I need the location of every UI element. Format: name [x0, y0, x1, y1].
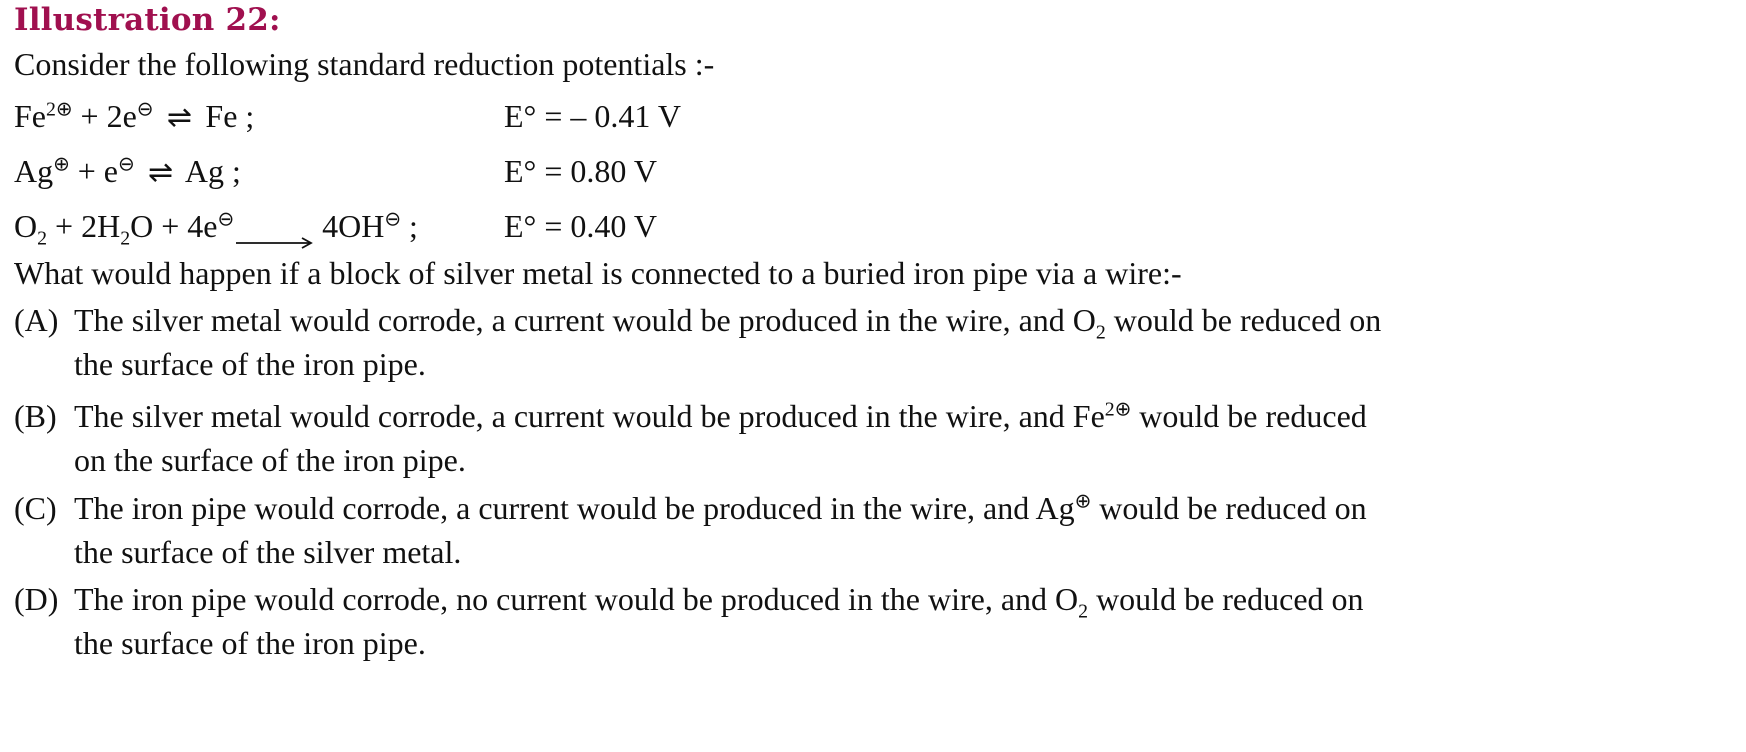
option-c: (C) The iron pipe would corrode, a curre… — [14, 490, 1714, 580]
reaction-3-terminator: ; — [400, 208, 418, 244]
option-d-subscript: 2 — [1078, 600, 1089, 623]
reaction-3-subscript-b: 2 — [120, 227, 131, 250]
reaction-1-charge-b: ⊖ — [136, 98, 154, 121]
option-a-text-part1: The silver metal would corrode, a curren… — [74, 302, 1096, 338]
option-c-line1: The iron pipe would corrode, a current w… — [74, 490, 1367, 527]
option-c-line2: the surface of the silver metal. — [74, 534, 462, 570]
reaction-3-species-b2: O + 4e — [130, 208, 218, 244]
reaction-3-product: 4OH — [314, 208, 385, 244]
reaction-1-species-a: Fe — [14, 98, 46, 134]
option-b-superscript: 2⊕ — [1104, 398, 1132, 421]
option-d-text-part1: The iron pipe would corrode, no current … — [74, 581, 1079, 617]
reaction-2-species-b: + e — [69, 153, 118, 189]
reaction-row-3: O2 + 2H2O + 4e⊖ 4OH⊖ ; E° = 0.40 V — [14, 208, 914, 249]
reaction-row-1: Fe2⊕ + 2e⊖ ⇌ Fe ; E° = – 0.41 V — [14, 98, 914, 138]
reaction-3-species-a: O — [14, 208, 38, 244]
reaction-1-product: Fe ; — [197, 98, 255, 134]
reaction-3-charge-c: ⊖ — [384, 208, 401, 231]
reaction-1-potential: E° = – 0.41 V — [504, 98, 681, 134]
option-a: (A) The silver metal would corrode, a cu… — [14, 302, 1714, 392]
reaction-3-equation: O2 + 2H2O + 4e⊖ 4OH⊖ ; — [14, 208, 418, 249]
reaction-3-charge-b2: ⊖ — [217, 208, 235, 231]
option-d: (D) The iron pipe would corrode, no curr… — [14, 581, 1714, 671]
reaction-1-species-b: + 2e — [72, 98, 137, 134]
reaction-2-species-a: Ag — [14, 153, 54, 189]
option-b-line2: on the surface of the iron pipe. — [74, 442, 466, 478]
option-d-line1: The iron pipe would corrode, no current … — [74, 581, 1364, 621]
option-b: (B) The silver metal would corrode, a cu… — [14, 398, 1714, 488]
reaction-2-potential: E° = 0.80 V — [504, 153, 657, 189]
option-c-text-part2: would be reduced on — [1091, 490, 1367, 526]
reaction-2-charge-b: ⊖ — [117, 153, 135, 176]
option-a-line1: The silver metal would corrode, a curren… — [74, 302, 1382, 342]
reaction-3-subscript-a: 2 — [37, 227, 48, 250]
intro-text: Consider the following standard reductio… — [14, 46, 715, 82]
option-b-label: (B) — [14, 398, 57, 434]
option-a-subscript: 2 — [1095, 321, 1106, 344]
right-arrow-icon — [234, 222, 314, 249]
option-c-label: (C) — [14, 490, 57, 526]
reaction-3-potential: E° = 0.40 V — [504, 208, 657, 244]
option-c-text-part1: The iron pipe would corrode, a current w… — [74, 490, 1075, 526]
option-d-label: (D) — [14, 581, 59, 617]
option-b-line1: The silver metal would corrode, a curren… — [74, 398, 1367, 435]
reaction-2-product: Ag ; — [178, 153, 241, 189]
option-b-text-part2: would be reduced — [1131, 398, 1367, 434]
option-d-line2: the surface of the iron pipe. — [74, 625, 426, 661]
equilibrium-arrow-icon: ⇌ — [148, 156, 174, 189]
option-c-superscript: ⊕ — [1074, 490, 1092, 513]
reaction-1-equation: Fe2⊕ + 2e⊖ ⇌ Fe ; — [14, 98, 254, 135]
option-a-label: (A) — [14, 302, 59, 338]
reaction-2-charge-a: ⊕ — [53, 153, 70, 176]
option-a-line2: the surface of the iron pipe. — [74, 346, 426, 382]
illustration-title: Illustration 22: — [14, 2, 281, 38]
reaction-2-equation: Ag⊕ + e⊖ ⇌ Ag ; — [14, 153, 241, 190]
option-d-text-part2: would be reduced on — [1088, 581, 1364, 617]
option-b-text-part1: The silver metal would corrode, a curren… — [74, 398, 1105, 434]
question-text: What would happen if a block of silver m… — [14, 255, 1182, 291]
reaction-3-species-b: + 2H — [47, 208, 121, 244]
reaction-1-charge-a: 2⊕ — [46, 98, 73, 121]
equilibrium-arrow-icon: ⇌ — [166, 101, 192, 134]
reaction-row-2: Ag⊕ + e⊖ ⇌ Ag ; E° = 0.80 V — [14, 153, 914, 193]
option-a-text-part2: would be reduced on — [1105, 302, 1382, 338]
